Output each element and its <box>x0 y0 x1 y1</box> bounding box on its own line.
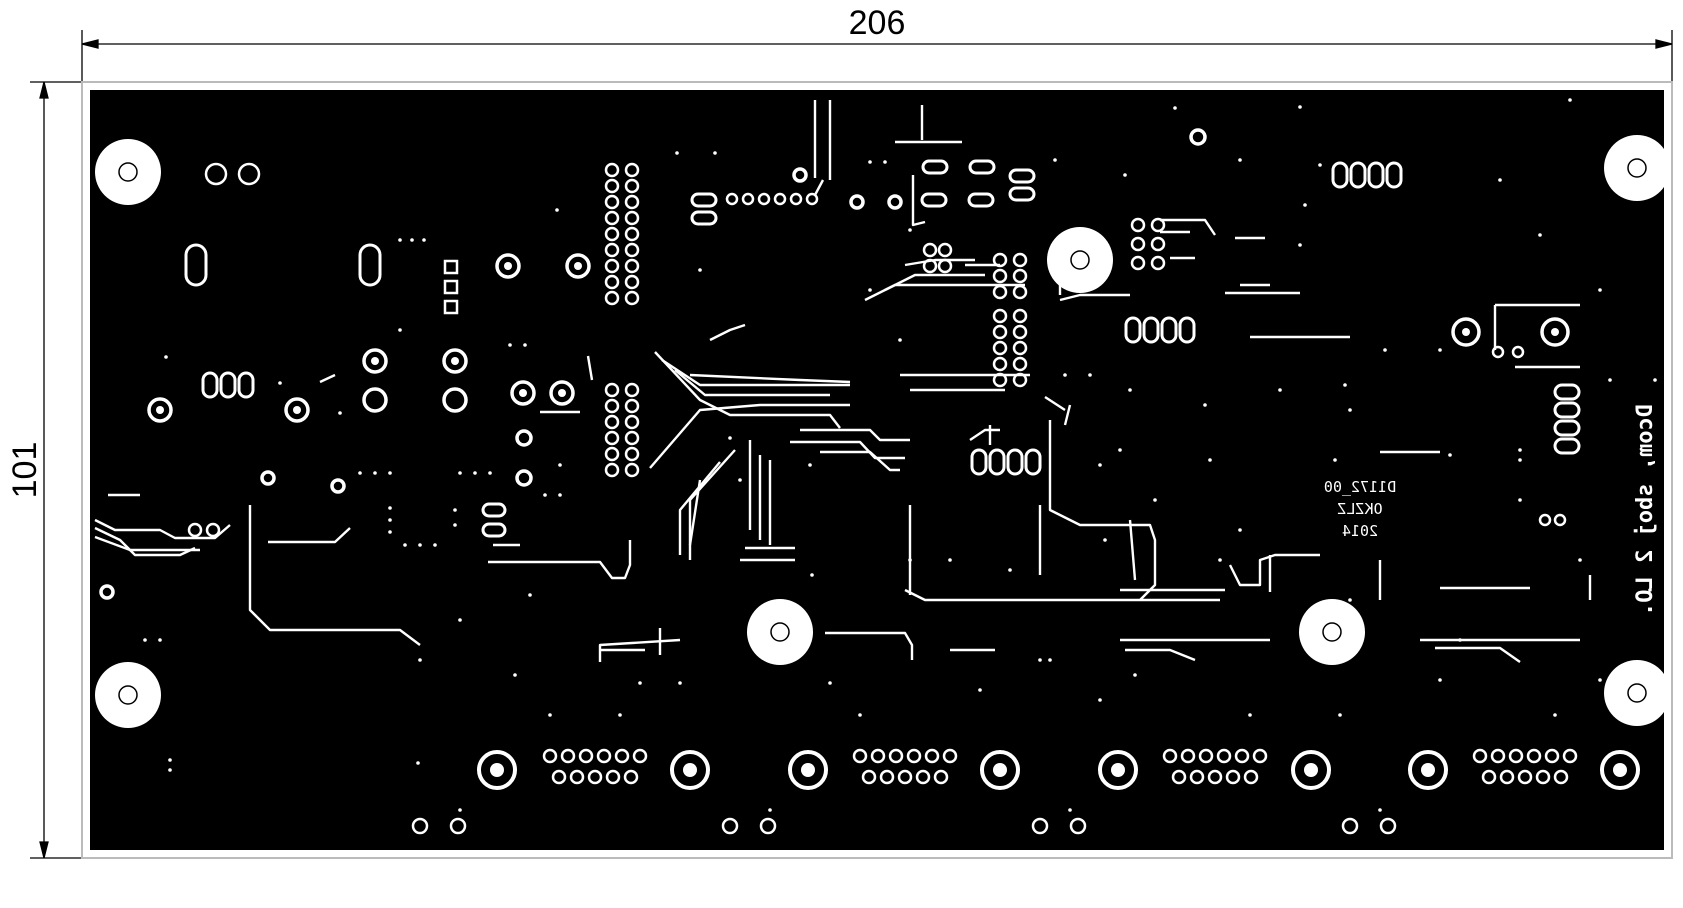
oval-pads <box>184 159 1581 538</box>
silkscreen-markings: D1172_00 OKZLZ 2014 Dcom, sboj 2 LO. <box>1324 404 1658 616</box>
medium-pad-centers <box>156 262 1559 414</box>
maker-label: OKZLZ <box>1337 500 1382 518</box>
traces <box>94 100 1592 663</box>
medium-pads <box>99 128 1570 600</box>
connector-pads <box>477 750 1640 790</box>
vias <box>143 98 1657 812</box>
mounting-hole-drills <box>118 158 1647 705</box>
height-dimension <box>30 81 82 859</box>
mounting-holes <box>95 135 1670 728</box>
width-dimension-label: 206 <box>849 4 906 42</box>
height-dimension-label: 101 <box>6 442 44 499</box>
pin-headers <box>187 162 1578 835</box>
board-outline <box>81 81 1673 859</box>
product-name-label: Dcom, sboj 2 LO. <box>1633 404 1658 616</box>
board-code-label: D1172_00 <box>1324 478 1396 496</box>
square-pads <box>443 259 459 315</box>
year-label: 2014 <box>1342 522 1378 540</box>
copper-pour <box>90 90 1664 850</box>
connector-pad-centers <box>490 763 1627 777</box>
width-dimension <box>81 30 1673 82</box>
